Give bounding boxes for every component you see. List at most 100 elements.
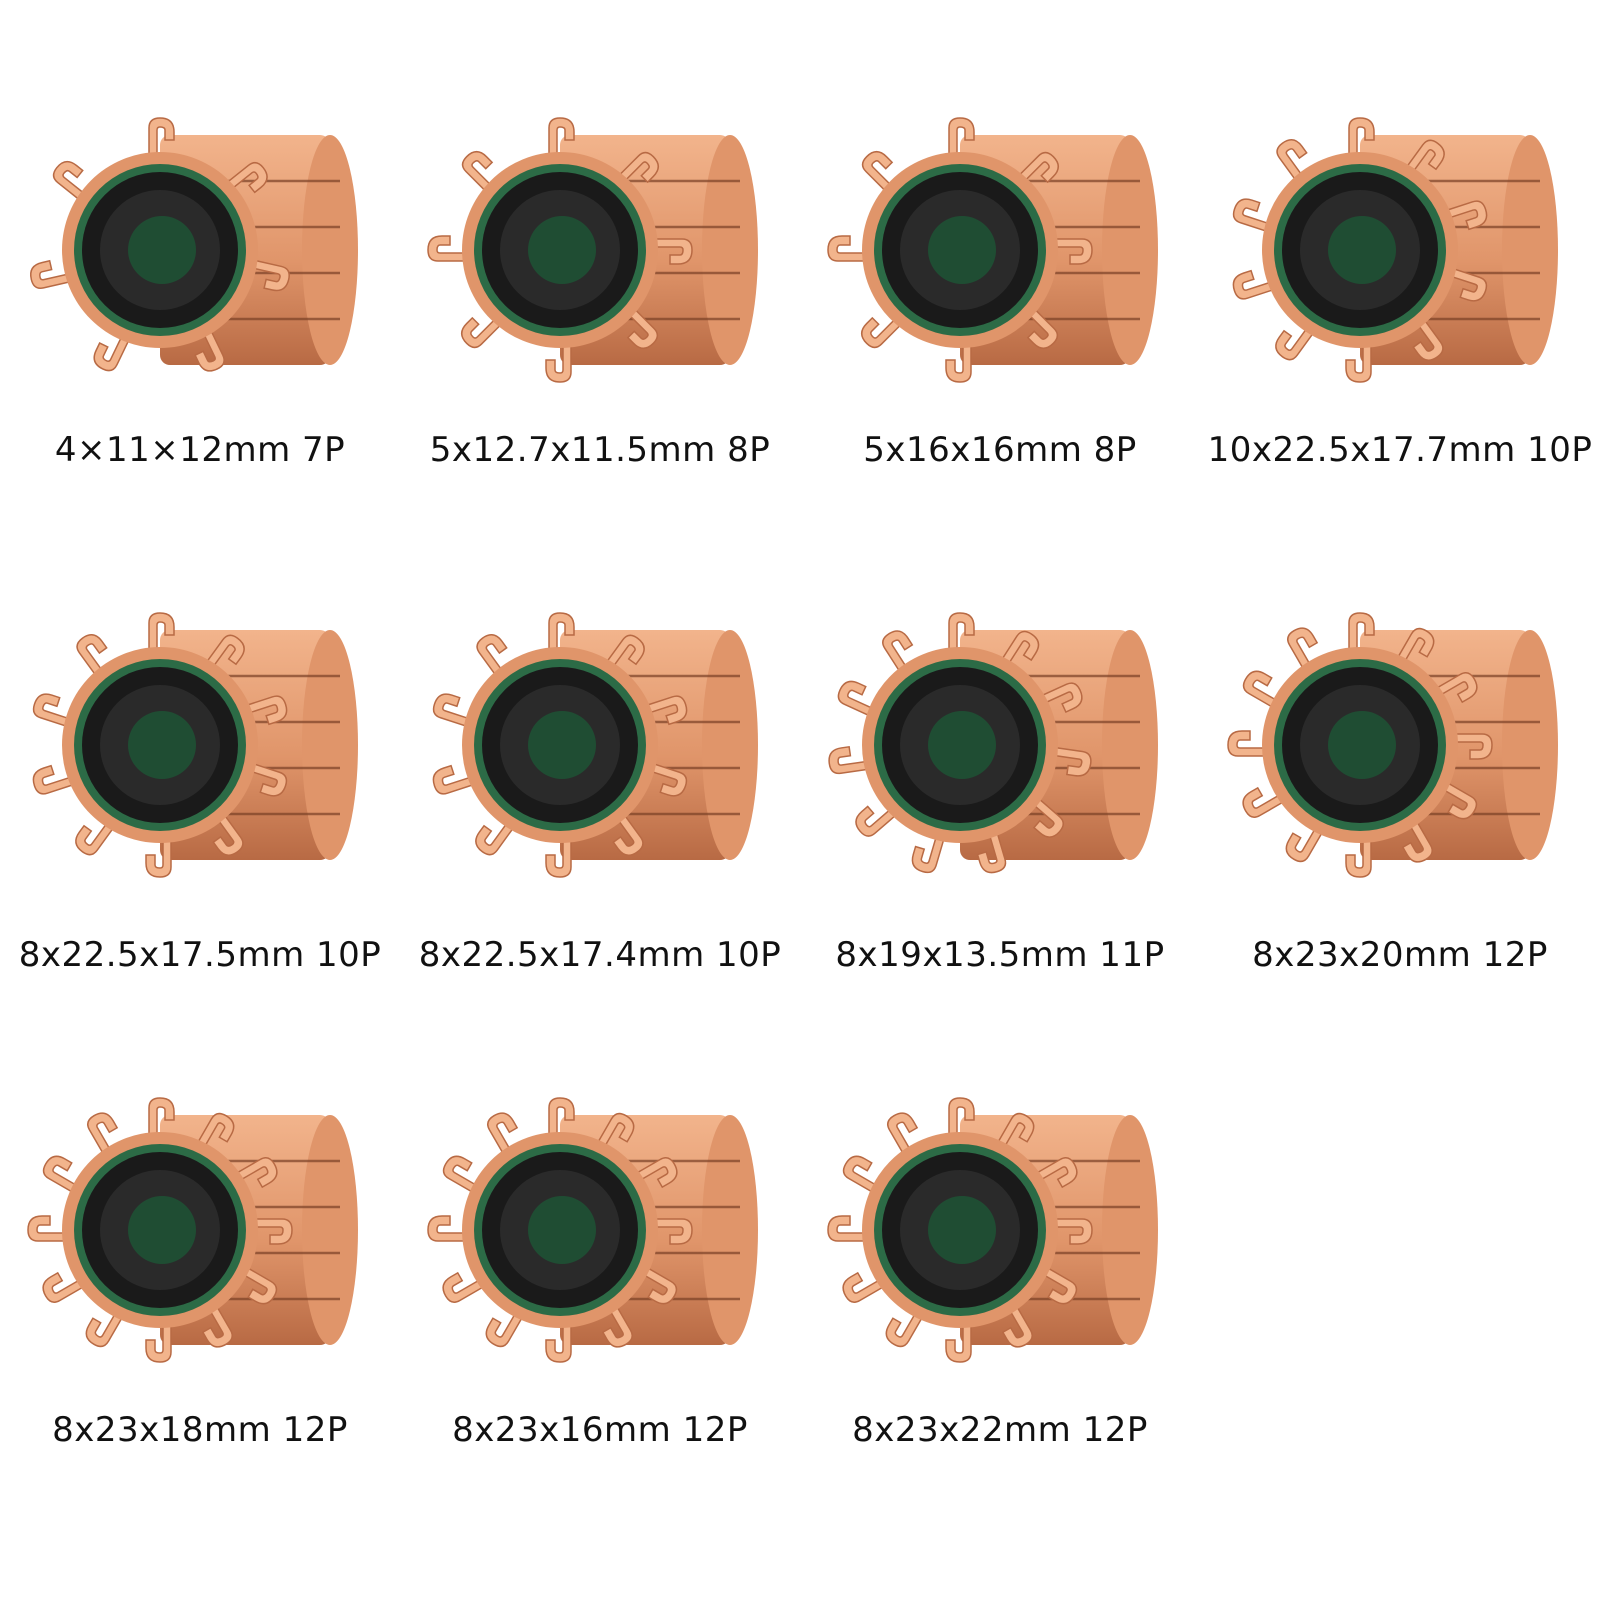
hooks xyxy=(427,1097,693,1363)
hook xyxy=(32,693,71,728)
hook xyxy=(432,764,475,795)
hook xyxy=(432,693,471,728)
commutator-illustration xyxy=(827,1097,1158,1363)
hook xyxy=(442,1271,486,1303)
hook xyxy=(626,307,659,350)
hook xyxy=(52,160,86,202)
hook xyxy=(1345,838,1372,878)
front-face xyxy=(1262,647,1458,843)
hook xyxy=(653,1218,693,1245)
hook xyxy=(1242,670,1279,709)
front-face xyxy=(862,1132,1058,1328)
hook xyxy=(976,831,1007,874)
hook xyxy=(1276,139,1308,182)
commutator-illustration xyxy=(827,117,1158,383)
hook xyxy=(649,762,688,797)
product-item: 10x22.5x17.7mm 10P xyxy=(1200,90,1600,610)
commutator-illustration xyxy=(30,117,358,372)
hook xyxy=(545,1323,572,1363)
hook xyxy=(442,1155,479,1194)
hook xyxy=(885,1311,924,1348)
commutator-photo xyxy=(20,585,380,915)
product-item: 8x22.5x17.5mm 10P xyxy=(0,585,400,1105)
front-face xyxy=(462,647,658,843)
hook xyxy=(249,762,288,797)
hook xyxy=(1232,198,1271,233)
hook xyxy=(548,1097,575,1137)
product-caption: 5x16x16mm 8P xyxy=(863,430,1137,470)
hook xyxy=(253,1218,293,1245)
hook xyxy=(601,1304,633,1348)
hook xyxy=(548,117,575,157)
commutator-illustration xyxy=(828,612,1158,874)
hook xyxy=(1348,612,1375,652)
hook xyxy=(487,1112,519,1156)
product-item: 5x16x16mm 8P xyxy=(800,90,1200,610)
hook xyxy=(827,1215,867,1242)
hook xyxy=(225,161,268,194)
hook xyxy=(842,1271,886,1303)
product-caption: 8x23x22mm 12P xyxy=(852,1410,1148,1450)
hook xyxy=(1041,1266,1078,1305)
hook xyxy=(1026,307,1059,350)
hook xyxy=(1287,627,1319,671)
hook xyxy=(251,259,290,292)
hook xyxy=(545,838,572,878)
hook xyxy=(860,316,903,349)
hooks xyxy=(827,117,1093,383)
hook xyxy=(460,316,503,349)
product-caption: 8x23x16mm 12P xyxy=(452,1410,748,1450)
commutator-photo xyxy=(820,90,1180,420)
hook xyxy=(427,235,467,262)
front-face xyxy=(62,1132,258,1328)
product-caption: 8x19x13.5mm 11P xyxy=(835,935,1165,975)
product-item: 5x12.7x11.5mm 8P xyxy=(400,90,800,610)
product-item: 4×11×12mm 7P xyxy=(0,90,400,610)
hook xyxy=(476,634,508,677)
commutator-illustration xyxy=(427,117,758,383)
hook xyxy=(653,238,693,265)
hook xyxy=(837,680,875,717)
hook xyxy=(485,1311,524,1348)
product-caption: 8x22.5x17.5mm 10P xyxy=(18,935,382,975)
hook xyxy=(148,117,175,157)
hook xyxy=(1000,630,1040,666)
commutator-illustration xyxy=(32,612,358,878)
front-face xyxy=(862,152,1058,348)
hook xyxy=(1445,200,1488,231)
front-face xyxy=(62,647,258,843)
hook xyxy=(30,259,72,289)
hook xyxy=(1034,1157,1078,1189)
hook xyxy=(617,151,660,184)
hooks xyxy=(432,612,688,878)
product-item: 8x22.5x17.4mm 10P xyxy=(400,585,800,1105)
hook xyxy=(461,150,494,193)
hook xyxy=(861,150,894,193)
commutator-photo xyxy=(820,585,1180,915)
commutator-photo xyxy=(1220,90,1580,420)
hook xyxy=(427,1215,467,1242)
hook xyxy=(1232,269,1275,300)
hook xyxy=(641,1266,678,1305)
hook xyxy=(234,1157,278,1189)
hook xyxy=(75,821,115,856)
product-caption: 4×11×12mm 7P xyxy=(54,430,346,470)
commutator-photo xyxy=(1220,585,1580,915)
hook xyxy=(1345,343,1372,383)
hooks xyxy=(32,612,288,878)
hook xyxy=(201,1304,233,1348)
hook xyxy=(887,1112,919,1156)
hook xyxy=(828,745,870,775)
product-item: 8x23x16mm 12P xyxy=(400,1070,800,1590)
hook xyxy=(1434,672,1478,704)
hook xyxy=(1449,267,1488,302)
commutator-photo xyxy=(420,1070,780,1400)
hook xyxy=(145,838,172,878)
hook xyxy=(1441,781,1478,820)
hook xyxy=(1242,786,1286,818)
hooks xyxy=(828,612,1092,874)
hook xyxy=(1453,733,1493,760)
hook xyxy=(1405,139,1445,174)
hooks xyxy=(1232,117,1488,383)
hook xyxy=(245,695,288,726)
